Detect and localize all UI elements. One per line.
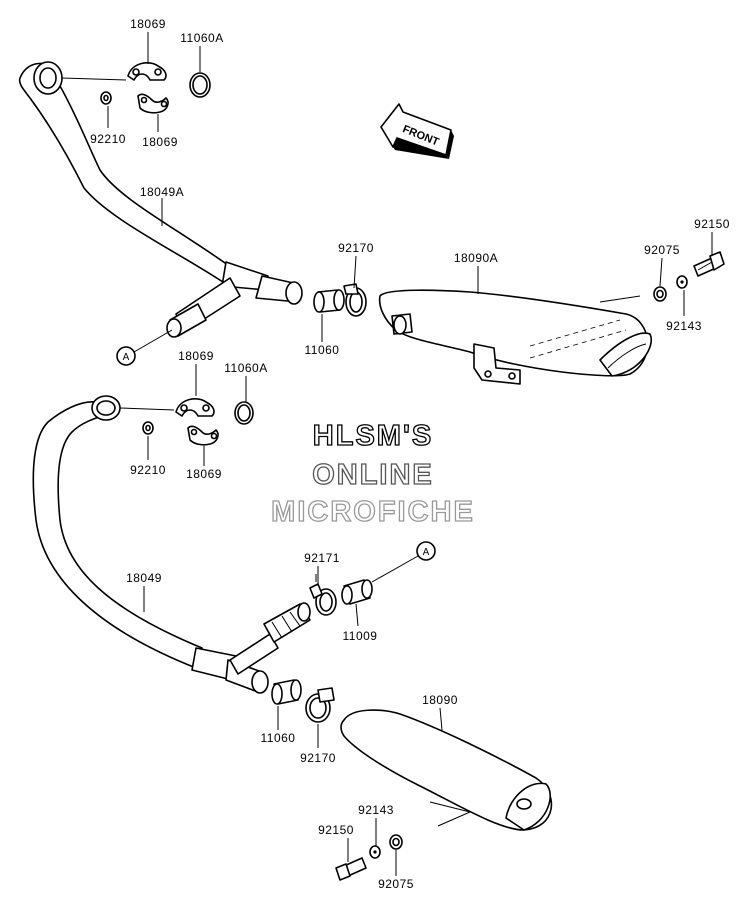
mid-nut bbox=[142, 421, 154, 435]
bottom-bolt bbox=[335, 857, 367, 881]
label-bottom-joint: 11009 bbox=[343, 629, 378, 643]
top-washer bbox=[676, 275, 688, 289]
watermark-line-1: HLSM'S bbox=[313, 420, 433, 452]
bottom-exhaust-pipe bbox=[32, 395, 311, 694]
top-gasket-ring bbox=[189, 72, 211, 98]
label-top-washer-nut: 92075 bbox=[644, 243, 680, 257]
label-bottom-band-b: 92170 bbox=[300, 751, 336, 765]
label-top-gasket: 11060A bbox=[180, 31, 223, 45]
top-rubber-grommet bbox=[653, 286, 667, 302]
label-top-clamp-lower: 18069 bbox=[142, 135, 178, 149]
label-mid-clamp-lower: 18069 bbox=[186, 467, 222, 481]
label-bottom-washer: 92143 bbox=[358, 803, 394, 817]
bottom-band-clamp-a bbox=[309, 574, 337, 616]
label-top-nut: 92210 bbox=[90, 132, 126, 146]
label-bottom-band-a: 92171 bbox=[304, 551, 340, 565]
label-top-sleeve: 11060 bbox=[305, 343, 340, 357]
label-mid-gasket: 11060A bbox=[224, 361, 267, 375]
watermark-line-2: ONLINE bbox=[312, 459, 434, 491]
ref-marker-a-bottom: A bbox=[371, 541, 436, 583]
label-bottom-washer-nut: 92075 bbox=[378, 877, 414, 891]
label-top-pipe: 18049A bbox=[140, 185, 184, 199]
label-bottom-muffler: 18090 bbox=[422, 693, 458, 707]
watermark-line-3: MICROFICHE bbox=[271, 496, 475, 528]
mid-gasket-ring bbox=[234, 401, 254, 425]
top-nut bbox=[100, 91, 112, 105]
label-top-clamp-upper: 18069 bbox=[130, 17, 166, 31]
bottom-sleeve bbox=[271, 679, 302, 705]
bottom-band-clamp-b bbox=[305, 687, 335, 723]
top-band-clamp bbox=[343, 283, 367, 317]
label-mid-clamp-upper: 18069 bbox=[178, 349, 214, 363]
bottom-joint-pipe bbox=[341, 579, 373, 605]
mid-flange-clamp-lower bbox=[187, 425, 219, 446]
bottom-washer bbox=[369, 845, 381, 859]
label-mid-nut: 92210 bbox=[130, 463, 166, 477]
bottom-rubber-grommet bbox=[389, 834, 403, 850]
ref-marker-a-top: A bbox=[116, 329, 173, 366]
top-flange-clamp-lower bbox=[137, 93, 169, 114]
top-sleeve bbox=[313, 289, 345, 313]
label-bottom-sleeve: 11060 bbox=[261, 731, 296, 745]
ref-marker-a-top-label: A bbox=[123, 352, 130, 363]
label-top-bolt: 92150 bbox=[694, 217, 730, 231]
leader-lines bbox=[107, 32, 713, 876]
label-top-band: 92170 bbox=[338, 241, 374, 255]
front-arrow-icon: FRONT bbox=[380, 103, 454, 159]
bottom-muffler bbox=[340, 709, 553, 831]
ref-marker-a-bottom-label: A bbox=[423, 547, 430, 558]
label-top-muffler: 18090A bbox=[454, 251, 498, 265]
top-muffler bbox=[378, 289, 652, 385]
label-bottom-bolt: 92150 bbox=[318, 823, 354, 837]
top-bolt bbox=[693, 251, 725, 277]
top-exhaust-pipe bbox=[18, 61, 303, 338]
label-bottom-pipe: 18049 bbox=[126, 571, 162, 585]
top-flange-clamp-upper bbox=[127, 62, 167, 81]
mid-flange-clamp-upper bbox=[175, 398, 215, 417]
label-top-washer: 92143 bbox=[666, 319, 702, 333]
